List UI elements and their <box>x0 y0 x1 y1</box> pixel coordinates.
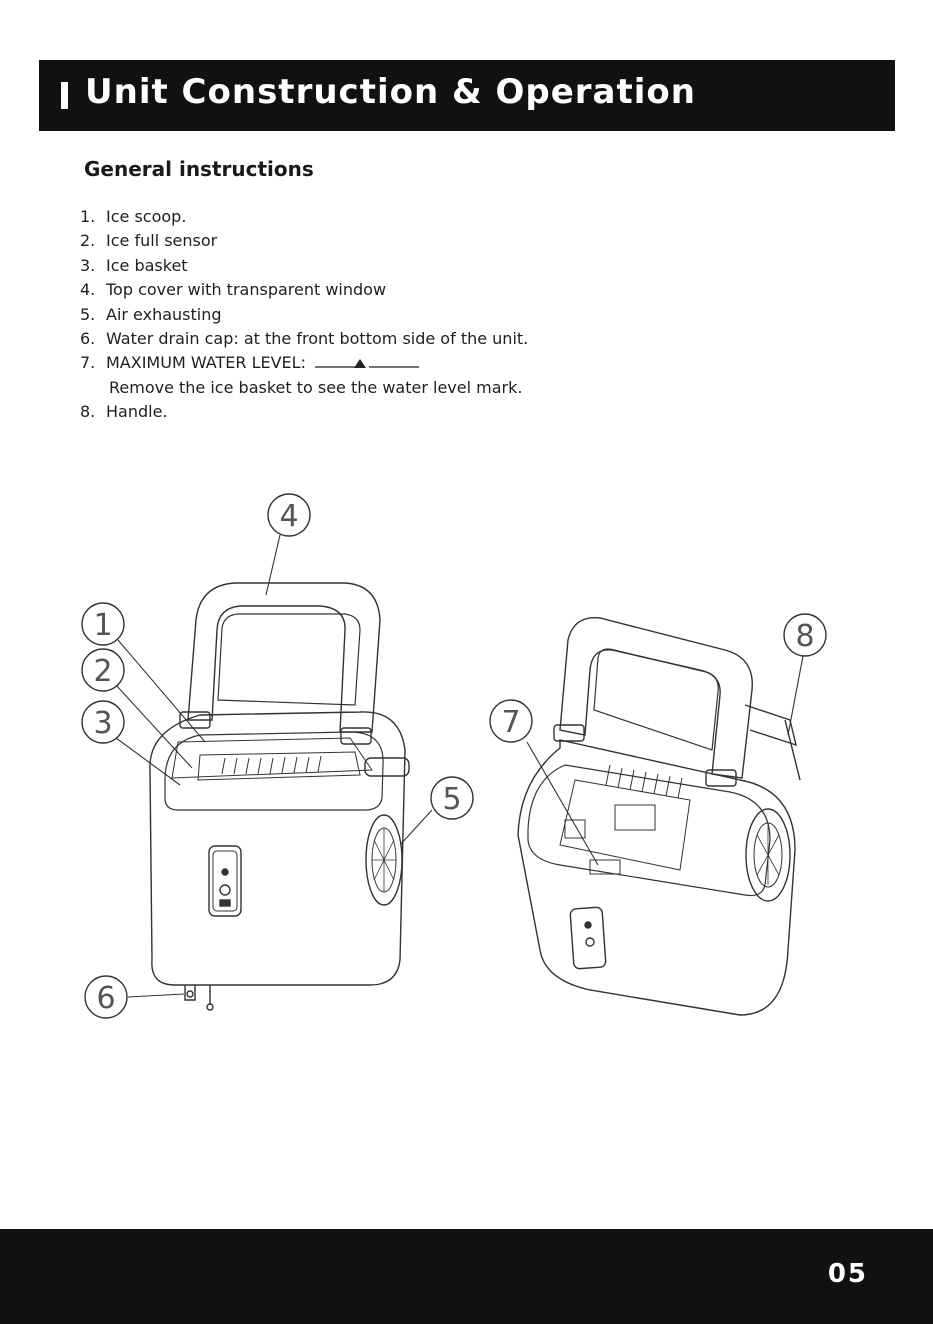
callout-5-circle <box>430 776 474 820</box>
list-item: 3. Ice basket <box>80 254 528 278</box>
callout-4-label: 4 <box>279 499 298 534</box>
right-unit-illustration <box>517 616 801 1016</box>
list-item: 4. Top cover with transparent window <box>80 278 528 302</box>
list-item: 5. Air exhausting <box>80 303 528 327</box>
callout-3-label: 3 <box>93 706 112 741</box>
item-text: Ice basket <box>106 255 188 275</box>
item-number: 6. <box>80 329 96 349</box>
callout-7-circle <box>489 699 533 743</box>
header-bar: Unit Construction & Operation <box>39 60 895 131</box>
item-number: 1. <box>80 207 96 226</box>
item-subtext: Remove the ice basket to see the water l… <box>109 377 523 397</box>
item-text: Handle. <box>106 402 168 422</box>
list-item: 2. Ice full sensor <box>80 229 528 253</box>
item-number: 8. <box>80 402 96 422</box>
callout-5-label: 5 <box>442 782 461 817</box>
callout-1-label: 1 <box>93 608 112 643</box>
item-number: 5. <box>80 304 96 324</box>
footer-bar: 05 <box>0 1229 933 1324</box>
page-number: 05 <box>827 1259 868 1289</box>
item-text: Air exhausting <box>106 304 222 324</box>
callout-2-circle <box>81 648 125 692</box>
callout-1-circle <box>81 602 125 646</box>
list-item-continuation: Remove the ice basket to see the water l… <box>80 376 528 400</box>
callout-6-label: 6 <box>96 981 115 1016</box>
item-text: Ice full sensor <box>106 231 218 251</box>
list-item: 7. MAXIMUM WATER LEVEL: <box>80 351 528 375</box>
item-text: Water drain cap: at the front bottom sid… <box>106 329 529 349</box>
water-level-mark-icon <box>315 358 420 368</box>
header-accent-bar <box>61 82 68 109</box>
item-number: 3. <box>80 255 96 275</box>
callout-7-label: 7 <box>501 705 520 740</box>
list-item: 6. Water drain cap: at the front bottom s… <box>80 327 528 351</box>
parts-list: 1. Ice scoop. 2. Ice full sensor 3. Ice bas… <box>80 205 528 425</box>
item-number: 4. <box>80 280 96 300</box>
callout-4-circle <box>267 493 311 537</box>
callout-leaders <box>115 534 804 998</box>
callout-3-circle <box>81 700 125 744</box>
item-text: Ice scoop. <box>106 207 187 226</box>
ice-maker-diagram: 4 1 2 3 5 6 7 8 <box>81 493 827 1019</box>
item-text: MAXIMUM WATER LEVEL: <box>106 353 306 373</box>
list-item: 8. Handle. <box>80 400 528 424</box>
item-number: 2. <box>80 231 96 251</box>
page-title: Unit Construction & Operation <box>85 72 696 112</box>
left-unit-illustration <box>149 582 410 1011</box>
item-number: 7. <box>80 353 96 373</box>
item-text: Top cover with transparent window <box>106 280 387 300</box>
callout-8-label: 8 <box>795 619 814 654</box>
section-title: General instructions <box>84 157 314 181</box>
callout-8-circle <box>783 613 827 657</box>
callout-6-circle <box>84 975 128 1019</box>
list-item: 1. Ice scoop. <box>80 205 528 229</box>
callout-2-label: 2 <box>93 654 112 689</box>
